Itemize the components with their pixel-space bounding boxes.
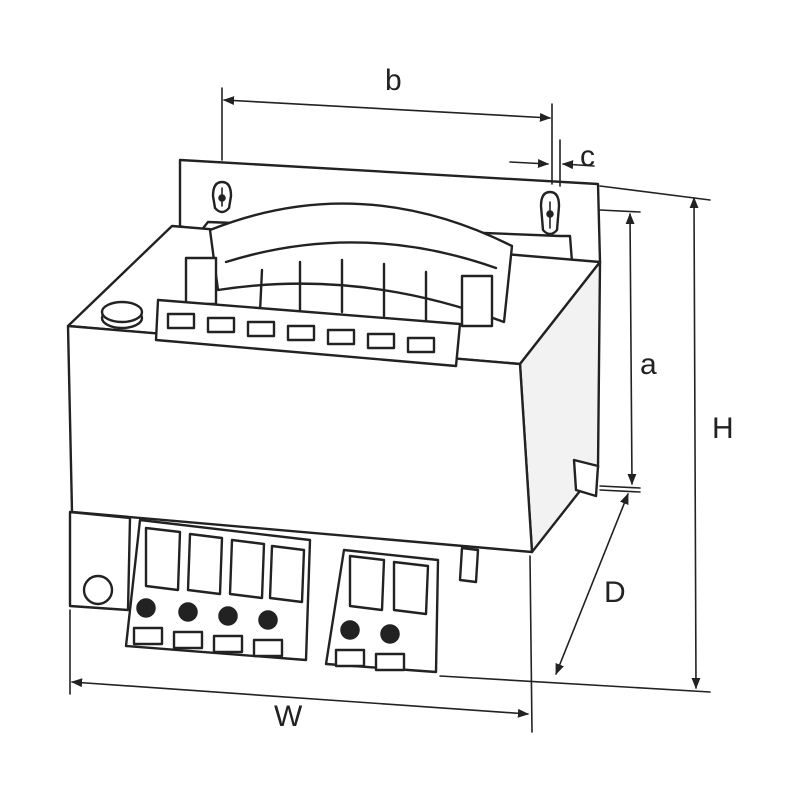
dimension-W: W [69, 555, 533, 733]
upper-terminal-5 [326, 328, 356, 346]
dimension-b: b [221, 64, 553, 185]
dimension-a: a [599, 209, 657, 489]
lower-terminal-r2 [374, 560, 430, 672]
upper-terminal-3 [246, 320, 276, 338]
mounting-hole [82, 574, 114, 606]
label-b: b [385, 64, 402, 97]
lower-terminal-block-left [124, 518, 312, 662]
coil-housing [184, 202, 514, 328]
label-D: D [604, 576, 626, 609]
label-c: c [580, 140, 595, 173]
transformer-body [66, 158, 602, 674]
upper-terminal-6 [366, 332, 396, 350]
upper-terminal-strip [154, 298, 462, 368]
grounding-screw [100, 300, 144, 330]
lower-terminal-l2 [172, 532, 224, 650]
lower-terminal-l1 [132, 526, 182, 646]
upper-terminal-1 [166, 312, 196, 330]
keyhole-slot-left [211, 180, 233, 214]
label-a: a [640, 348, 657, 381]
lower-terminal-r1 [334, 554, 386, 668]
lower-terminal-l3 [212, 538, 266, 654]
upper-terminal-7 [406, 336, 436, 354]
lower-terminal-block-right [324, 548, 440, 674]
bottom-mounting-foot [68, 458, 600, 612]
dimension-D: D [555, 489, 641, 676]
label-H: H [712, 412, 734, 445]
dimension-c: c [509, 139, 595, 187]
keyhole-slot-right [539, 190, 561, 236]
label-W: W [274, 700, 303, 733]
core-front-face [66, 324, 534, 554]
upper-terminal-4 [286, 324, 316, 342]
upper-terminal-2 [206, 316, 236, 334]
lower-terminal-l4 [252, 544, 306, 658]
